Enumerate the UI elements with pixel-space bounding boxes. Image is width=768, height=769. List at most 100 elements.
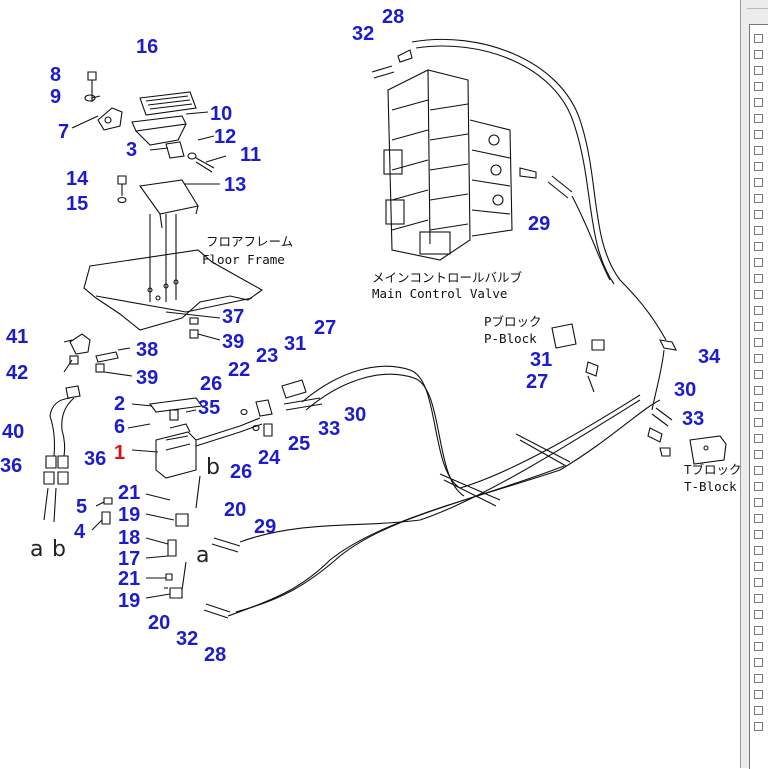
sidebar-checkbox[interactable]: [754, 354, 763, 363]
sidebar-checkbox[interactable]: [754, 642, 763, 651]
callout-28-top[interactable]: 28: [382, 6, 404, 28]
sidebar-checkbox[interactable]: [754, 610, 763, 619]
sidebar-checkbox[interactable]: [754, 194, 763, 203]
callout-21-upper[interactable]: 21: [118, 482, 140, 504]
sidebar-checkbox[interactable]: [754, 466, 763, 475]
callout-39-lower[interactable]: 39: [136, 367, 158, 389]
callout-26-lower[interactable]: 26: [230, 461, 252, 483]
sidebar-checkbox[interactable]: [754, 562, 763, 571]
sidebar-checkbox[interactable]: [754, 434, 763, 443]
callout-29-upper[interactable]: 29: [528, 213, 550, 235]
callout-11[interactable]: 11: [240, 144, 261, 166]
callout-4[interactable]: 4: [74, 521, 86, 543]
callout-18[interactable]: 18: [118, 527, 140, 549]
callout-24[interactable]: 24: [258, 447, 281, 469]
callout-25[interactable]: 25: [288, 433, 310, 455]
callout-41[interactable]: 41: [6, 326, 28, 348]
sidebar-checkbox[interactable]: [754, 130, 763, 139]
sidebar-checkbox[interactable]: [754, 530, 763, 539]
callout-27-upper[interactable]: 27: [314, 317, 336, 339]
sidebar-checkbox[interactable]: [754, 98, 763, 107]
sidebar-checkbox[interactable]: [754, 114, 763, 123]
callout-26-upper[interactable]: 26: [200, 373, 222, 395]
sidebar-checkbox[interactable]: [754, 242, 763, 251]
callout-31-left[interactable]: 31: [284, 333, 306, 355]
callout-38[interactable]: 38: [136, 339, 158, 361]
sidebar-checkbox[interactable]: [754, 722, 763, 731]
callout-7[interactable]: 7: [58, 121, 69, 143]
sidebar-checkbox[interactable]: [754, 290, 763, 299]
sidebar-checkbox[interactable]: [754, 306, 763, 315]
sidebar-checkbox[interactable]: [754, 322, 763, 331]
callout-20-upper[interactable]: 20: [224, 499, 246, 521]
sidebar-checkbox[interactable]: [754, 594, 763, 603]
callout-33-mid[interactable]: 33: [318, 418, 340, 440]
sidebar-checkbox[interactable]: [754, 34, 763, 43]
callout-17[interactable]: 17: [118, 548, 140, 570]
callout-30-mid[interactable]: 30: [344, 404, 366, 426]
sidebar-checkbox[interactable]: [754, 418, 763, 427]
diagram-canvas: [43, 38, 727, 619]
callout-19-lower[interactable]: 19: [118, 590, 140, 612]
callout-16[interactable]: 16: [136, 36, 158, 58]
sidebar-checkbox[interactable]: [754, 178, 763, 187]
callout-5[interactable]: 5: [76, 496, 87, 518]
sidebar-checkbox[interactable]: [754, 82, 763, 91]
sidebar-checkbox[interactable]: [754, 162, 763, 171]
callout-15[interactable]: 15: [66, 193, 88, 215]
callout-36-right[interactable]: 36: [84, 448, 106, 470]
sidebar-checkbox[interactable]: [754, 338, 763, 347]
callout-10[interactable]: 10: [210, 103, 232, 125]
callout-30-right[interactable]: 30: [674, 379, 696, 401]
callout-32-top[interactable]: 32: [352, 23, 374, 45]
sidebar-checkbox[interactable]: [754, 578, 763, 587]
sidebar-checkbox[interactable]: [754, 66, 763, 75]
callout-36-left[interactable]: 36: [0, 455, 22, 477]
callout-31-right[interactable]: 31: [530, 349, 552, 371]
callout-1[interactable]: 1: [114, 442, 125, 464]
sidebar-checkbox[interactable]: [754, 274, 763, 283]
sidebar-checkbox[interactable]: [754, 498, 763, 507]
callout-33-right[interactable]: 33: [682, 408, 704, 430]
sidebar-checkbox[interactable]: [754, 402, 763, 411]
sidebar-checkbox[interactable]: [754, 514, 763, 523]
callout-37[interactable]: 37: [222, 306, 244, 328]
sidebar-checkbox[interactable]: [754, 546, 763, 555]
sidebar-checkbox[interactable]: [754, 690, 763, 699]
callout-13[interactable]: 13: [224, 174, 246, 196]
callout-6[interactable]: 6: [114, 416, 125, 438]
sidebar-checkbox[interactable]: [754, 210, 763, 219]
callout-40[interactable]: 40: [2, 421, 24, 443]
sidebar-checkbox[interactable]: [754, 50, 763, 59]
callout-19-upper[interactable]: 19: [118, 504, 140, 526]
callout-2[interactable]: 2: [114, 393, 125, 415]
callout-9[interactable]: 9: [50, 86, 61, 108]
callout-32-lower[interactable]: 32: [176, 628, 198, 650]
callout-35[interactable]: 35: [198, 397, 220, 419]
callout-14[interactable]: 14: [66, 168, 89, 190]
callout-8[interactable]: 8: [50, 64, 61, 86]
sidebar-checkbox[interactable]: [754, 370, 763, 379]
sidebar-checkbox[interactable]: [754, 674, 763, 683]
sidebar-checkbox[interactable]: [754, 450, 763, 459]
callout-20-lower[interactable]: 20: [148, 612, 170, 634]
sidebar-checkbox[interactable]: [754, 482, 763, 491]
callout-28-lower[interactable]: 28: [204, 644, 226, 666]
callout-42[interactable]: 42: [6, 362, 28, 384]
sidebar-checkbox[interactable]: [754, 258, 763, 267]
sidebar-checkbox[interactable]: [754, 146, 763, 155]
callout-34[interactable]: 34: [698, 346, 721, 368]
sidebar-checkbox[interactable]: [754, 658, 763, 667]
callout-27-right[interactable]: 27: [526, 371, 548, 393]
sidebar-checkbox[interactable]: [754, 706, 763, 715]
callout-39-upper[interactable]: 39: [222, 331, 244, 353]
sidebar-checkbox[interactable]: [754, 626, 763, 635]
callout-29-lower[interactable]: 29: [254, 516, 276, 538]
sidebar-checkbox[interactable]: [754, 226, 763, 235]
sidebar-checkbox[interactable]: [754, 386, 763, 395]
callout-23[interactable]: 23: [256, 345, 278, 367]
callout-12[interactable]: 12: [214, 126, 236, 148]
callout-3[interactable]: 3: [126, 139, 137, 161]
callout-22[interactable]: 22: [228, 359, 250, 381]
callout-21-lower[interactable]: 21: [118, 568, 140, 590]
